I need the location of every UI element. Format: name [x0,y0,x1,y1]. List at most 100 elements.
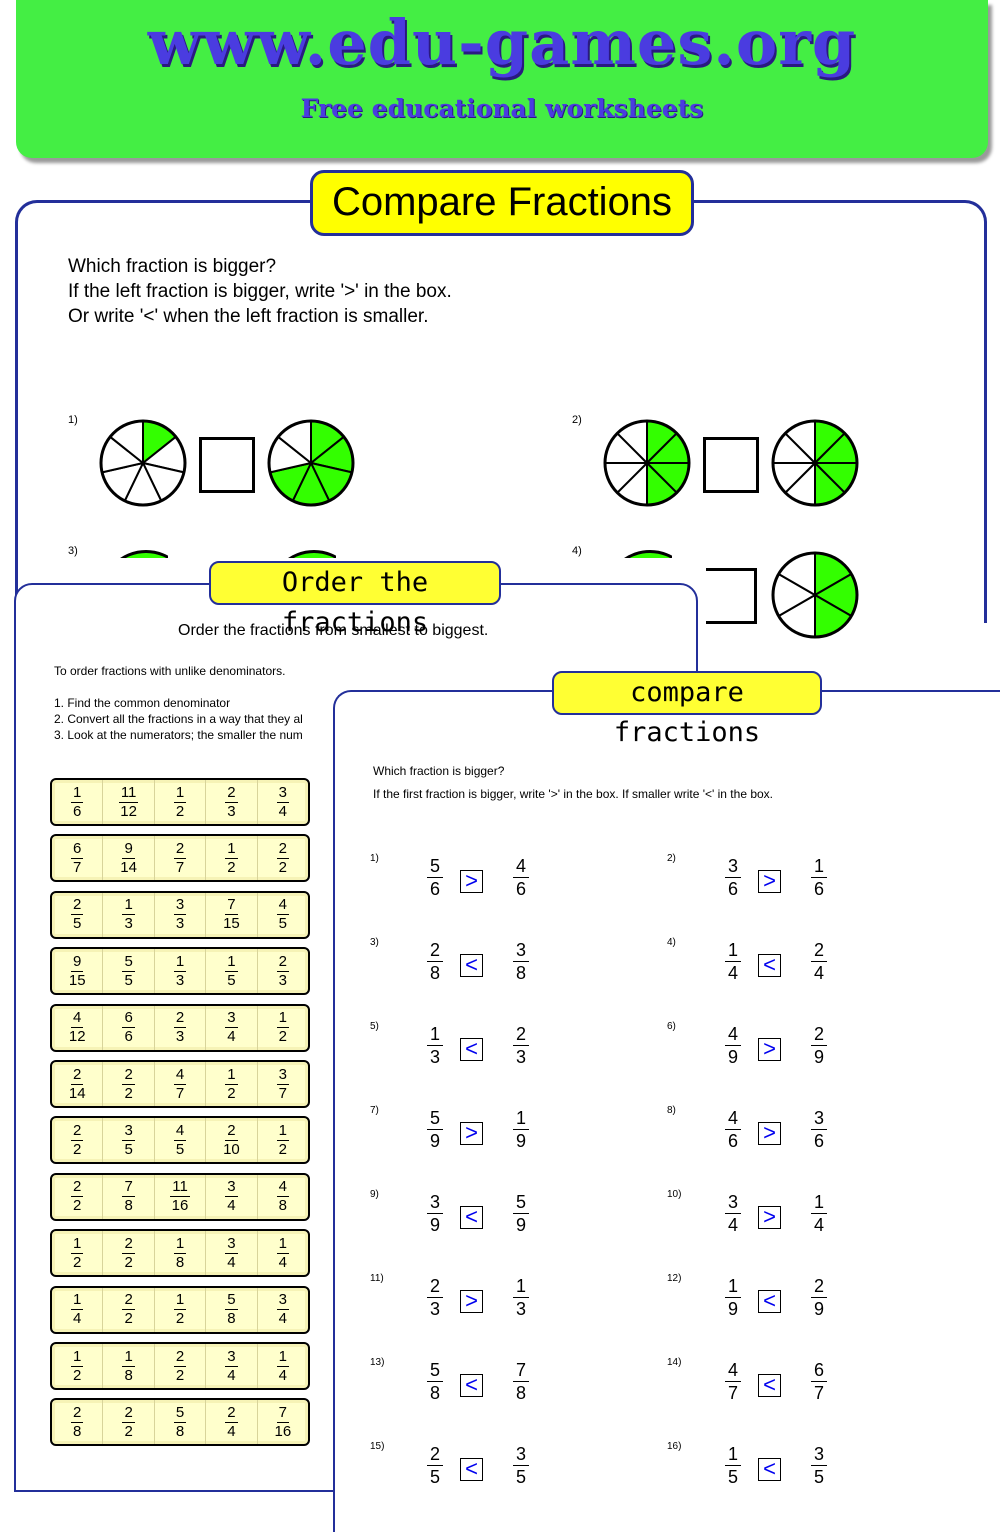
answer-box[interactable] [706,568,757,624]
comparison-symbol-box[interactable]: < [758,1290,781,1313]
numerator: 3 [810,1445,827,1466]
comparison-symbol-box[interactable]: < [758,1374,781,1397]
comparison-symbol-box[interactable]: > [460,1290,483,1313]
comparison-symbol-box[interactable]: > [758,1206,781,1229]
comparison-symbol-box[interactable]: < [460,1206,483,1229]
comparison-symbol-box[interactable]: < [758,1458,781,1481]
problem-number: 12) [667,1273,682,1284]
comparison-symbol-box[interactable]: > [758,1038,781,1061]
comparison-symbol-box[interactable]: > [460,870,483,893]
answer-box[interactable] [703,437,759,493]
site-title[interactable]: www.edu-games.org [147,6,857,79]
comparison-symbol-box[interactable]: < [460,1038,483,1061]
comparison-symbol-box[interactable]: < [460,954,483,977]
comparison-symbol-box[interactable]: > [758,870,781,893]
comparison-symbol-box[interactable]: < [758,954,781,977]
numerator: 1 [225,839,238,859]
comparison-symbol-box[interactable]: > [460,1122,483,1145]
comparison-symbol-box[interactable]: > [758,1122,781,1145]
denominator: 6 [727,1131,738,1151]
answer-box[interactable] [199,437,255,493]
denominator: 9 [727,1299,738,1319]
comparison-symbol-box[interactable]: < [460,1458,483,1481]
comparison-symbol-box[interactable]: < [460,1374,483,1397]
